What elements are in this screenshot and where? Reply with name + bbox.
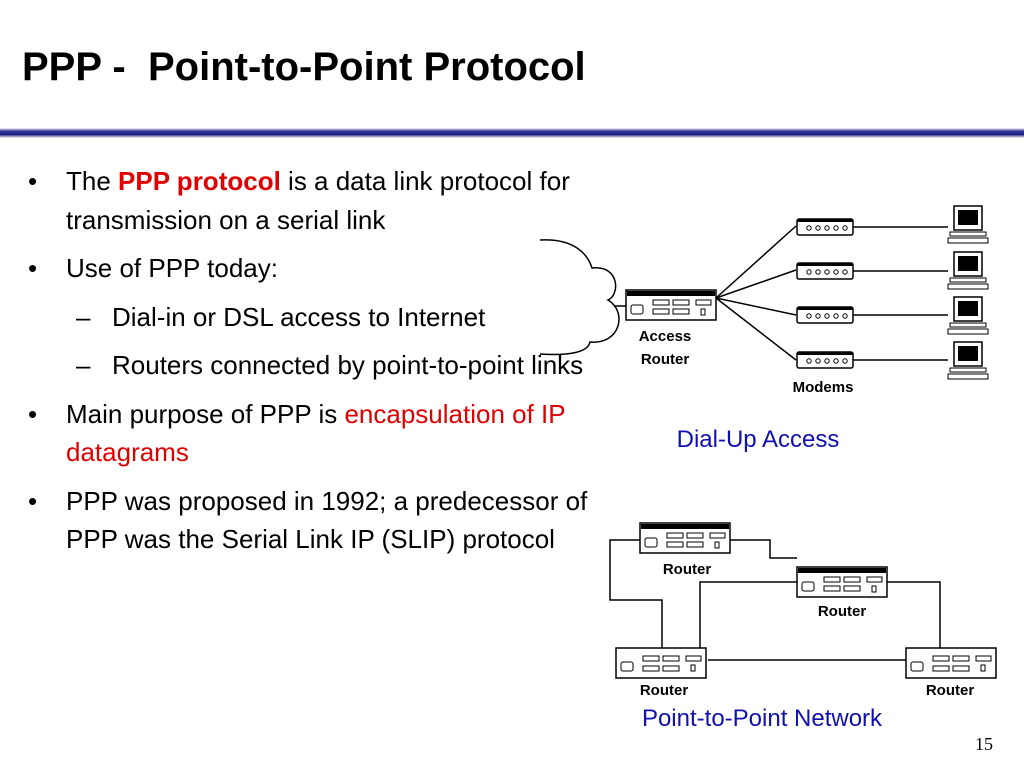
router-to-modem-link — [715, 297, 797, 361]
router-to-modem-link — [715, 269, 797, 299]
bullet-list: • The PPP protocol is a data link protoc… — [28, 162, 588, 569]
ppp-protocol-highlight: PPP protocol — [118, 166, 281, 196]
bullet-use-today: • Use of PPP today: — [28, 249, 588, 288]
bullet-mark: • — [28, 253, 38, 283]
modem-icon — [796, 262, 854, 280]
access-router-label-line2: Router — [641, 351, 689, 368]
access-router-label-line1: Access — [639, 328, 692, 345]
router-label: Router — [640, 682, 688, 699]
sub-bullet-mark: – — [76, 350, 91, 380]
router-to-modem-link — [715, 297, 797, 316]
computer-icon — [947, 341, 989, 380]
bullet-main-purpose: • Main purpose of PPP is encapsulation o… — [28, 395, 588, 472]
bullet-text: Main purpose of PPP is — [66, 398, 345, 429]
modem-icon — [796, 306, 854, 324]
router-icon — [796, 566, 888, 598]
encapsulation-highlight: encapsulation of IP datagrams — [66, 398, 566, 468]
bullet-ppp-definition: • The PPP protocol is a data link protoc… — [28, 162, 588, 239]
computer-icon — [947, 205, 989, 244]
bullet-mark: • — [28, 485, 38, 516]
p2p-link — [887, 581, 941, 648]
sub-bullet-routers: – Routers connected by point-to-point li… — [28, 346, 588, 385]
bullet-text: Use of PPP today: — [66, 253, 278, 283]
dialup-diagram: Access Router Modems Dial-Up Access — [539, 205, 989, 453]
modem-icon — [796, 218, 854, 236]
computer-icon — [947, 251, 989, 290]
sub-bullet-dial-in: – Dial-in or DSL access to Internet — [28, 298, 588, 337]
router-to-modem-link — [715, 225, 797, 299]
bullet-mark: • — [28, 398, 38, 429]
access-router-icon — [625, 289, 717, 321]
bullet-mark: • — [28, 166, 38, 196]
p2p-diagram: Router Router Router Router Point-to-Poi… — [609, 522, 997, 732]
slide-title: PPP - Point-to-Point Protocol — [22, 45, 586, 89]
router-icon — [639, 522, 731, 554]
p2p-link — [730, 539, 797, 559]
router-label: Router — [926, 682, 974, 699]
bullet-text-prefix: The — [66, 166, 119, 196]
computer-icon — [947, 296, 989, 335]
page-number: 15 — [975, 734, 993, 754]
p2p-link — [699, 581, 797, 648]
p2p-link — [609, 539, 663, 648]
router-label: Router — [818, 603, 866, 620]
p2p-caption: Point-to-Point Network — [642, 705, 883, 732]
dialup-caption: Dial-Up Access — [677, 426, 840, 453]
title-underline — [0, 128, 1024, 138]
bullet-history: • PPP was proposed in 1992; a predecesso… — [28, 482, 588, 559]
sub-bullet-text: Routers connected by point-to-point link… — [112, 350, 584, 380]
sub-bullet-text: Dial-in or DSL access to Internet — [112, 301, 486, 332]
modems-label: Modems — [793, 379, 854, 396]
router-icon — [615, 647, 707, 679]
internet-cloud-icon — [539, 239, 620, 356]
router-icon — [905, 647, 997, 679]
router-label: Router — [663, 561, 711, 578]
sub-bullet-mark: – — [76, 301, 91, 332]
modem-icon — [796, 351, 854, 369]
bullet-text: PPP was proposed in 1992; a predecessor … — [66, 485, 588, 555]
bullet-text-suffix: is a data link protocol for transmission… — [66, 166, 570, 235]
